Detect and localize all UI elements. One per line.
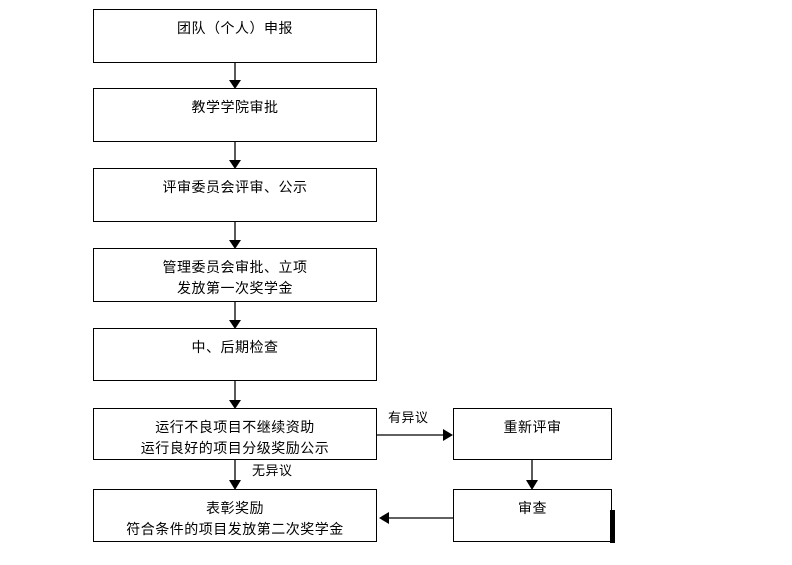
flow-node-examination[interactable]: 审查 [453, 489, 612, 542]
connector-college-to-review [229, 142, 241, 169]
resize-handle-mark[interactable] [610, 510, 615, 543]
connector-examination-to-award [379, 512, 453, 524]
flow-node-re-review[interactable]: 重新评审 [453, 408, 612, 460]
connector-apply-to-college [229, 63, 241, 89]
flow-node-award-second-scholarship[interactable]: 表彰奖励 符合条件的项目发放第二次奖学金 [93, 489, 377, 542]
connector-grading-to-re-review [377, 429, 453, 441]
edge-label-no-objection: 无异议 [252, 464, 293, 479]
flow-node-review-committee[interactable]: 评审委员会评审、公示 [93, 168, 377, 222]
connector-midterm-to-grading [229, 381, 241, 409]
connector-review-to-management [229, 222, 241, 249]
connector-management-to-midterm [229, 302, 241, 329]
flow-node-midterm-check[interactable]: 中、后期检查 [93, 328, 377, 381]
connector-grading-to-award [229, 460, 241, 490]
flow-node-apply[interactable]: 团队（个人）申报 [93, 9, 377, 63]
flow-node-management-approval[interactable]: 管理委员会审批、立项 发放第一次奖学金 [93, 248, 377, 302]
flow-node-college-approval[interactable]: 教学学院审批 [93, 88, 377, 142]
edge-label-objection: 有异议 [388, 411, 429, 426]
flow-node-grading-publicity[interactable]: 运行不良项目不继续资助 运行良好的项目分级奖励公示 [93, 408, 377, 460]
connector-re-review-to-examination [526, 460, 538, 490]
